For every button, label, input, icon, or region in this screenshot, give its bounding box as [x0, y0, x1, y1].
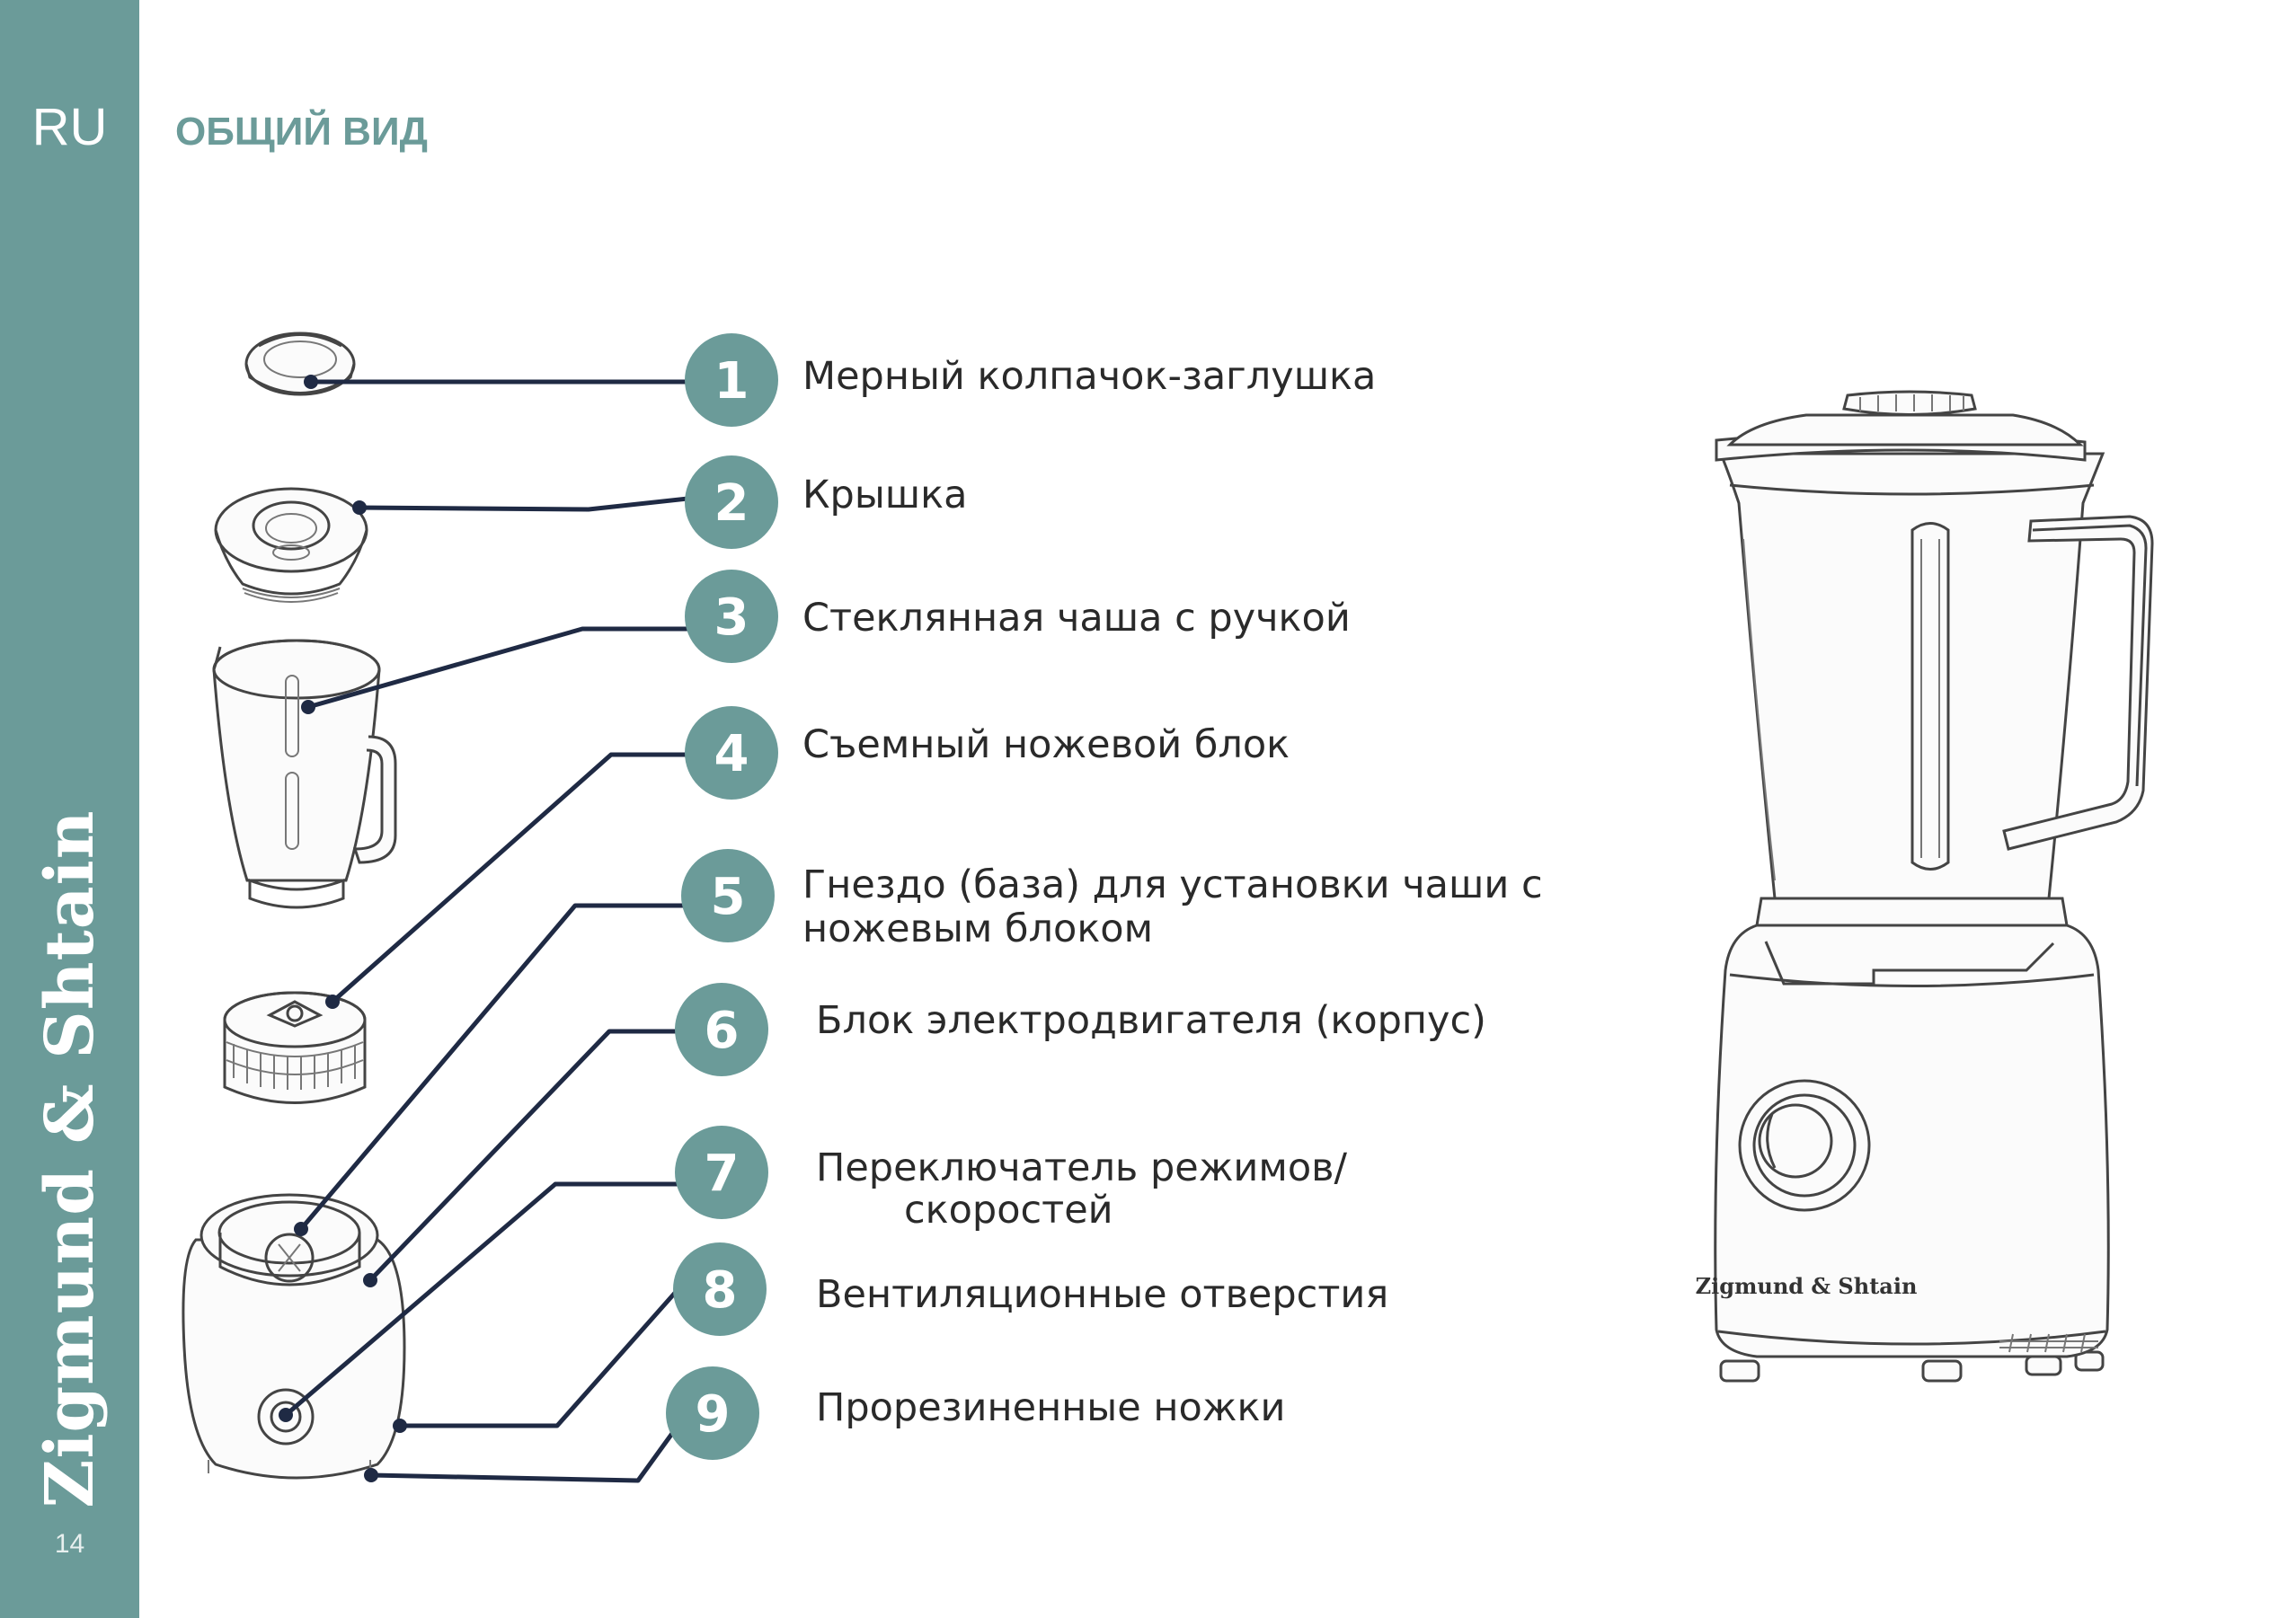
svg-text:8: 8	[703, 1261, 738, 1320]
part-label-5-line1: Гнездо (база) для установки чаши с	[802, 862, 1543, 907]
blade-unit-icon	[223, 991, 367, 1104]
glass-jar-icon	[212, 639, 397, 909]
measuring-cap-icon	[244, 332, 356, 396]
assembled-blender-icon: Zigmund & Shtain	[1696, 390, 2154, 1383]
badge-6: 6	[675, 983, 768, 1076]
sidebar: RU Zigmund & Shtain 14	[0, 0, 139, 1618]
device-brand-label: Zigmund & Shtain	[1696, 1273, 1918, 1299]
svg-text:1: 1	[714, 352, 749, 411]
part-label-2: Крышка	[802, 473, 968, 517]
badge-2: 2	[685, 455, 778, 549]
page-number: 14	[54, 1529, 85, 1559]
part-label-1: Мерный колпачок-заглушка	[802, 354, 1377, 399]
badge-3: 3	[685, 570, 778, 663]
badge-8: 8	[673, 1242, 767, 1336]
lid-icon	[214, 487, 368, 603]
part-label-9: Прорезиненные ножки	[816, 1385, 1286, 1430]
badge-7: 7	[675, 1126, 768, 1219]
section-title: ОБЩИЙ ВИД	[175, 110, 428, 154]
part-label-8: Вентиляционные отверстия	[816, 1272, 1389, 1317]
svg-text:9: 9	[696, 1385, 731, 1444]
language-code: RU	[31, 98, 108, 156]
part-label-5-line2: ножевым блоком	[802, 906, 1154, 951]
badge-5: 5	[681, 849, 775, 942]
svg-text:4: 4	[714, 725, 749, 783]
part-label-7-line1: Переключатель режимов/	[816, 1145, 1347, 1190]
part-label-6: Блок электродвигателя (корпус)	[816, 998, 1486, 1043]
base-icon	[182, 1193, 406, 1480]
badge-9: 9	[666, 1366, 759, 1460]
part-label-4: Съемный ножевой блок	[802, 722, 1290, 767]
badge-1: 1	[685, 333, 778, 427]
svg-text:5: 5	[711, 868, 746, 926]
svg-text:2: 2	[714, 474, 749, 533]
svg-text:6: 6	[705, 1002, 740, 1060]
callout-lines	[279, 375, 688, 1483]
svg-text:7: 7	[705, 1145, 740, 1203]
svg-text:3: 3	[714, 588, 749, 647]
part-label-7-line2: скоростей	[904, 1188, 1113, 1233]
badge-4: 4	[685, 706, 778, 800]
part-label-3: Стеклянная чаша с ручкой	[802, 596, 1351, 641]
